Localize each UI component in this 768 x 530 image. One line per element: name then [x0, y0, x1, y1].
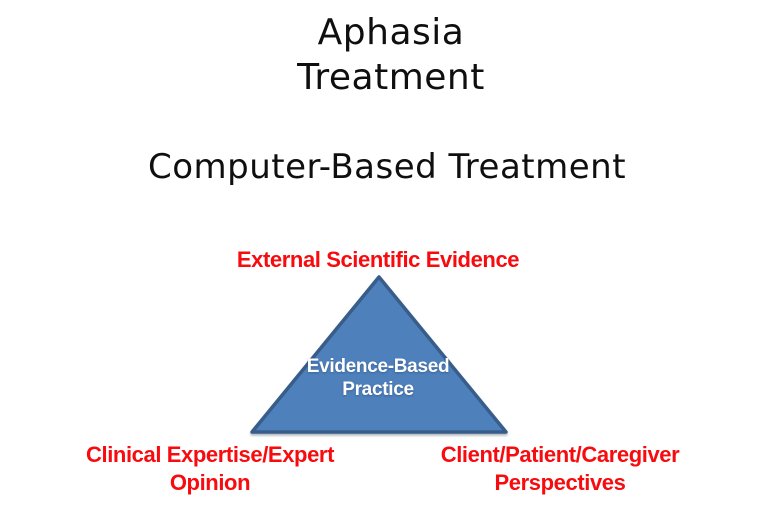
label-external-scientific-evidence: External Scientific Evidence — [236, 247, 520, 272]
triangle-shape — [250, 275, 508, 434]
bottom-left-label-line-1: Clinical Expertise/Expert — [86, 442, 334, 467]
label-client-patient-caregiver-perspectives: Client/Patient/Caregiver Perspectives — [441, 441, 680, 497]
slide-title-line-2: Treatment — [297, 57, 485, 98]
slide-title: Aphasia Treatment — [14, 10, 768, 100]
bottom-right-label-line-2: Perspectives — [494, 470, 626, 495]
bottom-right-label-line-1: Client/Patient/Caregiver — [440, 442, 680, 467]
label-clinical-expertise-expert-opinion: Clinical Expertise/Expert Opinion — [86, 441, 334, 497]
triangle-text-line-1: Evidence-Based — [306, 356, 450, 377]
triangle-text-line-2: Practice — [342, 379, 414, 400]
label-evidence-based-practice: Evidence-Based Practice — [307, 355, 450, 401]
slide-title-line-1: Aphasia — [317, 12, 465, 53]
slide-subtitle: Computer-Based Treatment — [147, 147, 627, 187]
bottom-left-label-line-2: Opinion — [169, 470, 251, 495]
